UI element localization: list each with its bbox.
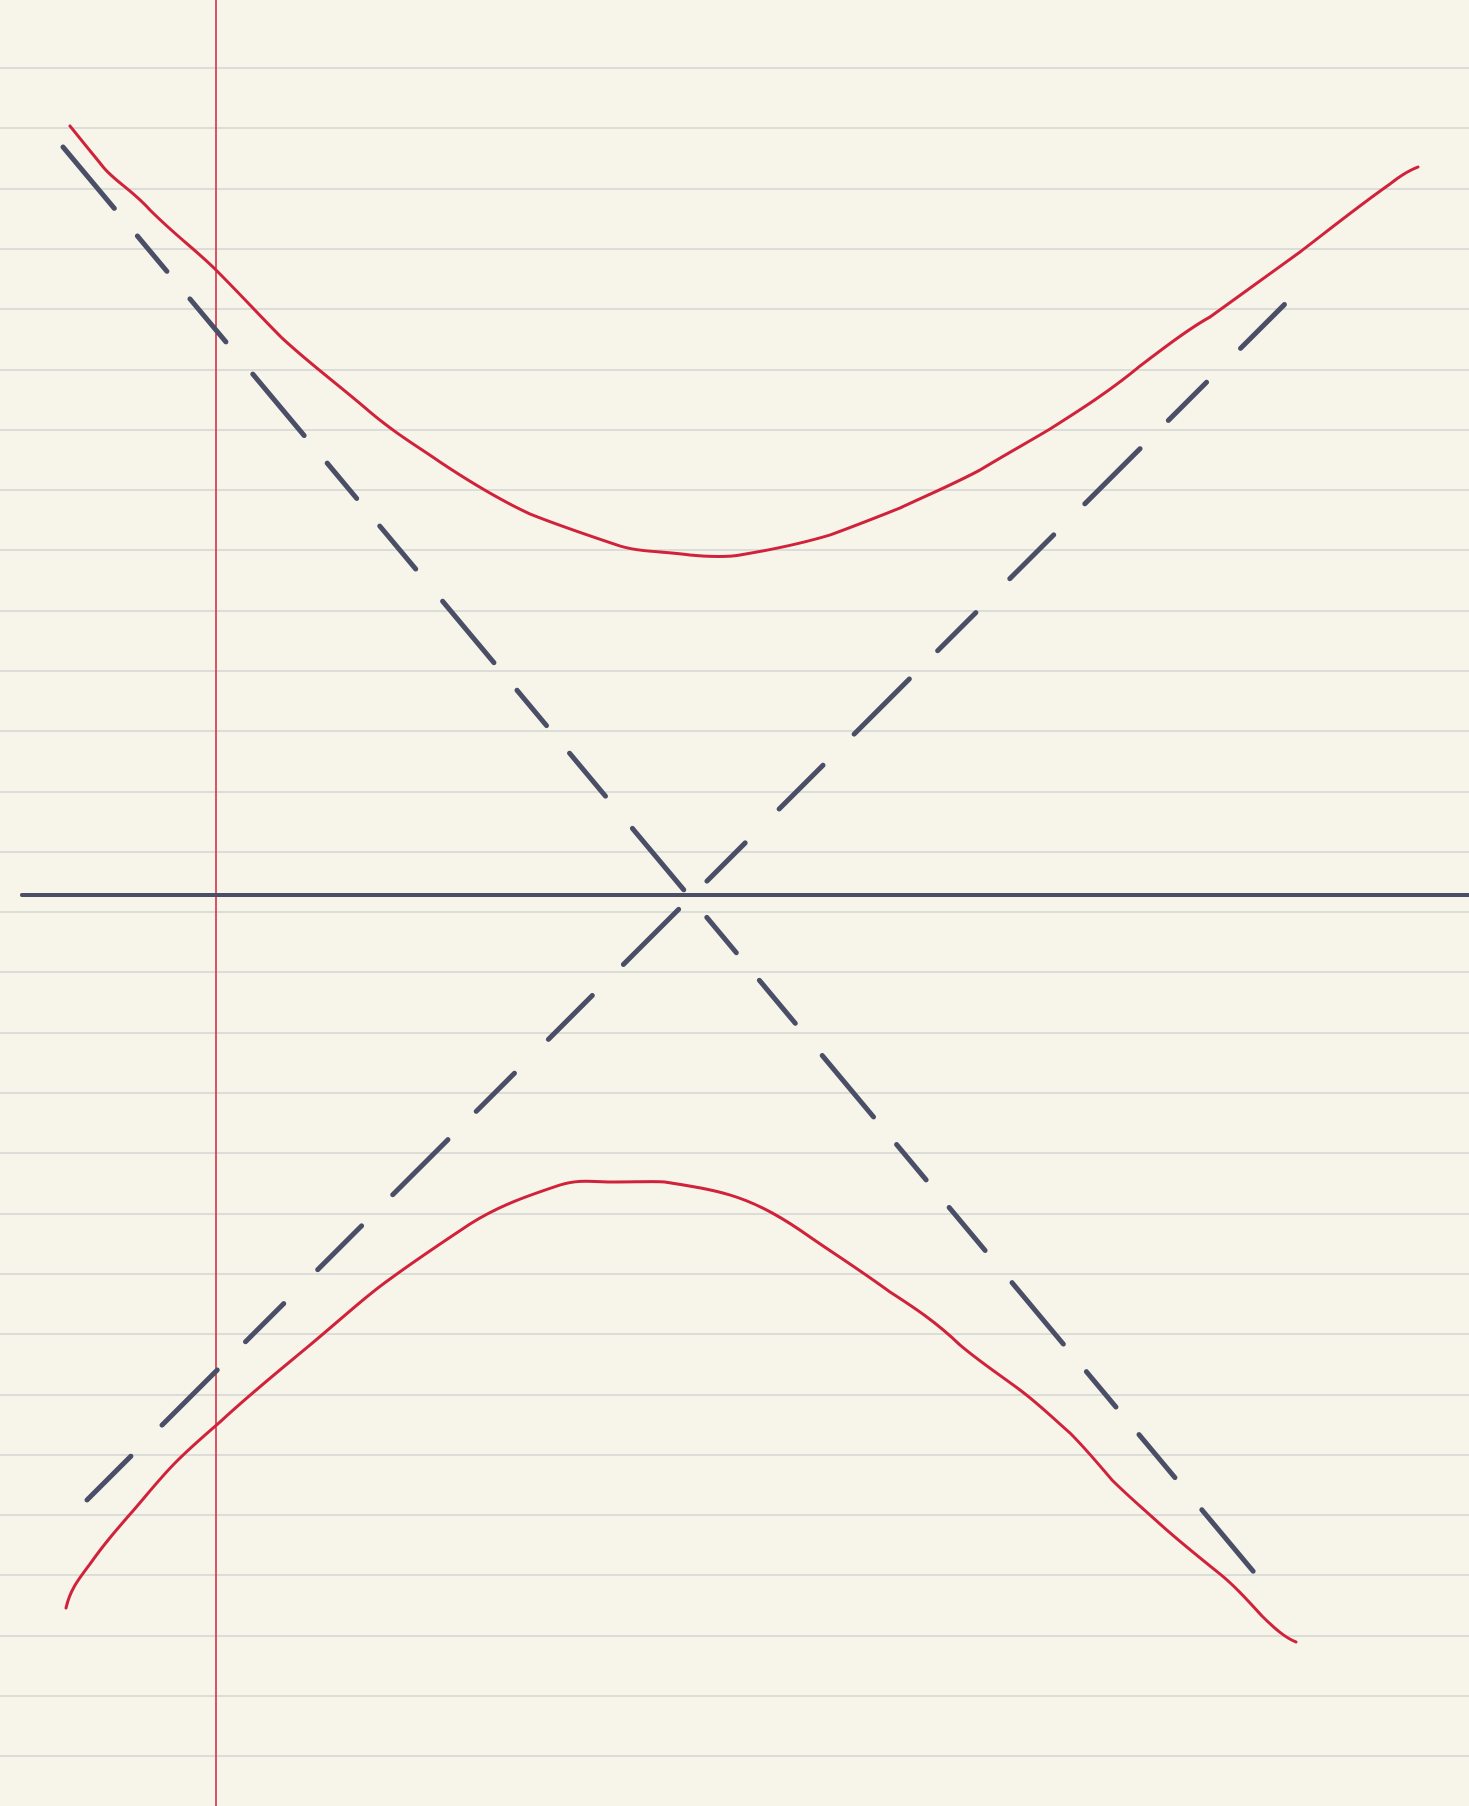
lower-branch xyxy=(64,1179,1298,1644)
upper-branch xyxy=(68,124,1420,558)
descending-asymptote xyxy=(60,144,1261,1580)
ascending-asymptote xyxy=(84,279,1310,1503)
